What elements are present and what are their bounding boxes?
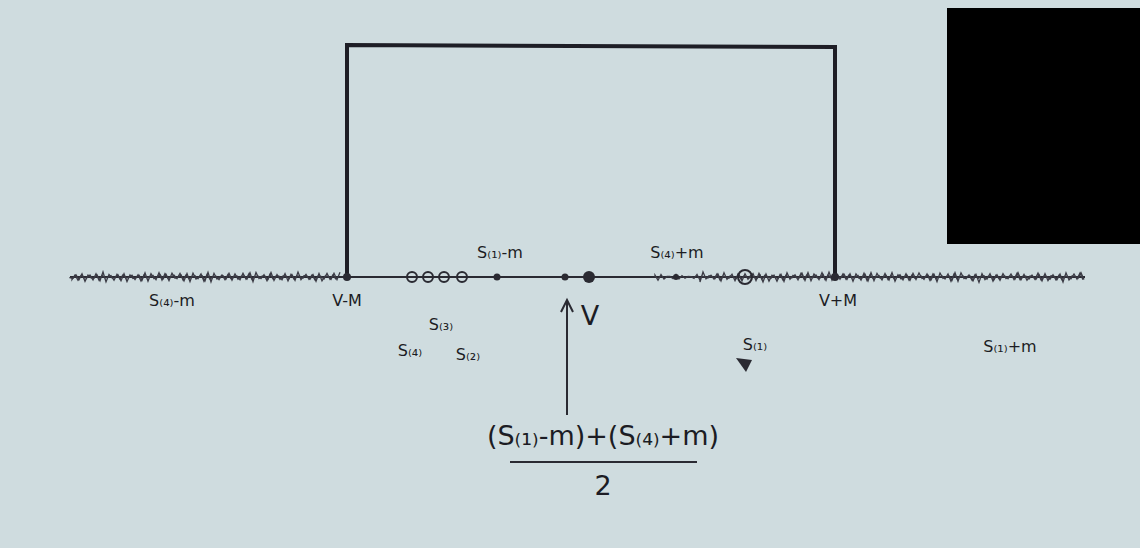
- scribble-stroke: [655, 274, 700, 280]
- sample-label: S₍₃₎: [427, 316, 455, 334]
- point-label: S₍₁₎-m: [475, 244, 525, 262]
- formula-numerator: (S₍₁₎-m)+(S₍₄₎+m): [485, 420, 721, 451]
- dots: [343, 271, 839, 283]
- scribble: [70, 272, 1084, 282]
- redaction-block: [947, 8, 1140, 244]
- center-label: V: [579, 300, 601, 331]
- bound-label: V+M: [817, 292, 859, 310]
- formula-denominator: 2: [592, 470, 613, 501]
- bound-label: V-M: [330, 292, 364, 310]
- scribble-stroke: [702, 273, 1083, 282]
- scribble-stroke: [70, 272, 340, 282]
- point-label: S₍₁₎+m: [981, 338, 1038, 356]
- sample-label: S₍₂₎: [454, 346, 482, 364]
- arrow-head: [561, 300, 573, 312]
- pointer-arrow: [566, 302, 568, 415]
- sample-label: S₍₄₎: [396, 342, 424, 360]
- sample-points: [407, 270, 752, 284]
- point-label: S₍₄₎-m: [147, 292, 197, 310]
- scribble-stroke: [700, 272, 1084, 282]
- kernel-box: [347, 45, 835, 277]
- fraction-bar: [510, 461, 697, 463]
- sample-label: S₍₁₎: [741, 336, 769, 354]
- point-label: S₍₄₎+m: [648, 244, 705, 262]
- scribble-stroke: [72, 273, 336, 282]
- marker: [736, 358, 752, 372]
